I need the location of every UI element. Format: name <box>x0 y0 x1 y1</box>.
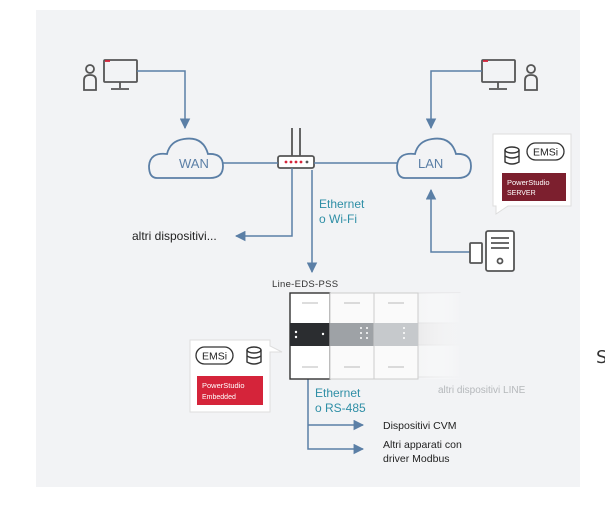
lan-label: LAN <box>418 156 443 171</box>
user-right-icon <box>524 64 538 91</box>
line-eds-pss-device <box>289 292 419 380</box>
wan-cloud-icon <box>148 137 224 179</box>
connection-lines <box>137 70 482 455</box>
emsi-label-embedded: EMSi <box>202 351 227 363</box>
modbus-label-line1: Altri apparati con <box>383 439 462 451</box>
arrow-altri-dispositivi <box>234 168 293 242</box>
embedded-badge-group: EMSi PowerStudio Embedded <box>189 339 283 413</box>
device-link-label-2: o RS-485 <box>315 401 366 415</box>
database-icon-embedded <box>246 346 262 365</box>
monitor-right-icon <box>481 59 516 90</box>
device-title: Line-EDS-PSS <box>272 279 338 290</box>
server-badge <box>502 173 566 201</box>
server-icon <box>469 230 515 272</box>
emsi-badge <box>526 142 565 161</box>
device-link-label-1: Ethernet <box>315 386 361 400</box>
monitor-left-icon <box>103 59 138 90</box>
arrow-to-wan <box>137 70 191 130</box>
altri-line-label: altri dispositivi LINE <box>438 385 526 396</box>
server-badge-line2: SERVER <box>507 190 536 197</box>
embedded-badge-line2: Embedded <box>202 394 236 401</box>
embedded-badge-line1: PowerStudio <box>202 381 245 390</box>
embedded-badge <box>197 376 263 405</box>
lan-cloud-icon <box>396 137 472 179</box>
dispositivi-cvm-label: Dispositivi CVM <box>383 420 457 432</box>
arrow-modbus <box>307 378 365 455</box>
cropped-edge-letter: S <box>596 347 605 368</box>
emsi-badge-embedded <box>195 346 234 365</box>
arrow-server-lan <box>425 188 470 253</box>
server-badge-group: EMSi PowerStudio SERVER <box>492 133 572 215</box>
arrow-to-lan <box>425 70 482 130</box>
module-fade <box>418 293 462 379</box>
emsi-label: EMSi <box>533 147 558 159</box>
router-link-label-1: Ethernet <box>319 197 365 211</box>
database-icon <box>504 146 520 165</box>
wan-label: WAN <box>179 156 209 171</box>
user-left-icon <box>83 64 97 91</box>
modbus-label-line2: driver Modbus <box>383 453 450 465</box>
server-badge-line1: PowerStudio <box>507 178 550 187</box>
router-link-label-2: o Wi-Fi <box>319 212 357 226</box>
router-icon <box>277 128 315 169</box>
altri-dispositivi-label: altri dispositivi... <box>132 229 217 243</box>
